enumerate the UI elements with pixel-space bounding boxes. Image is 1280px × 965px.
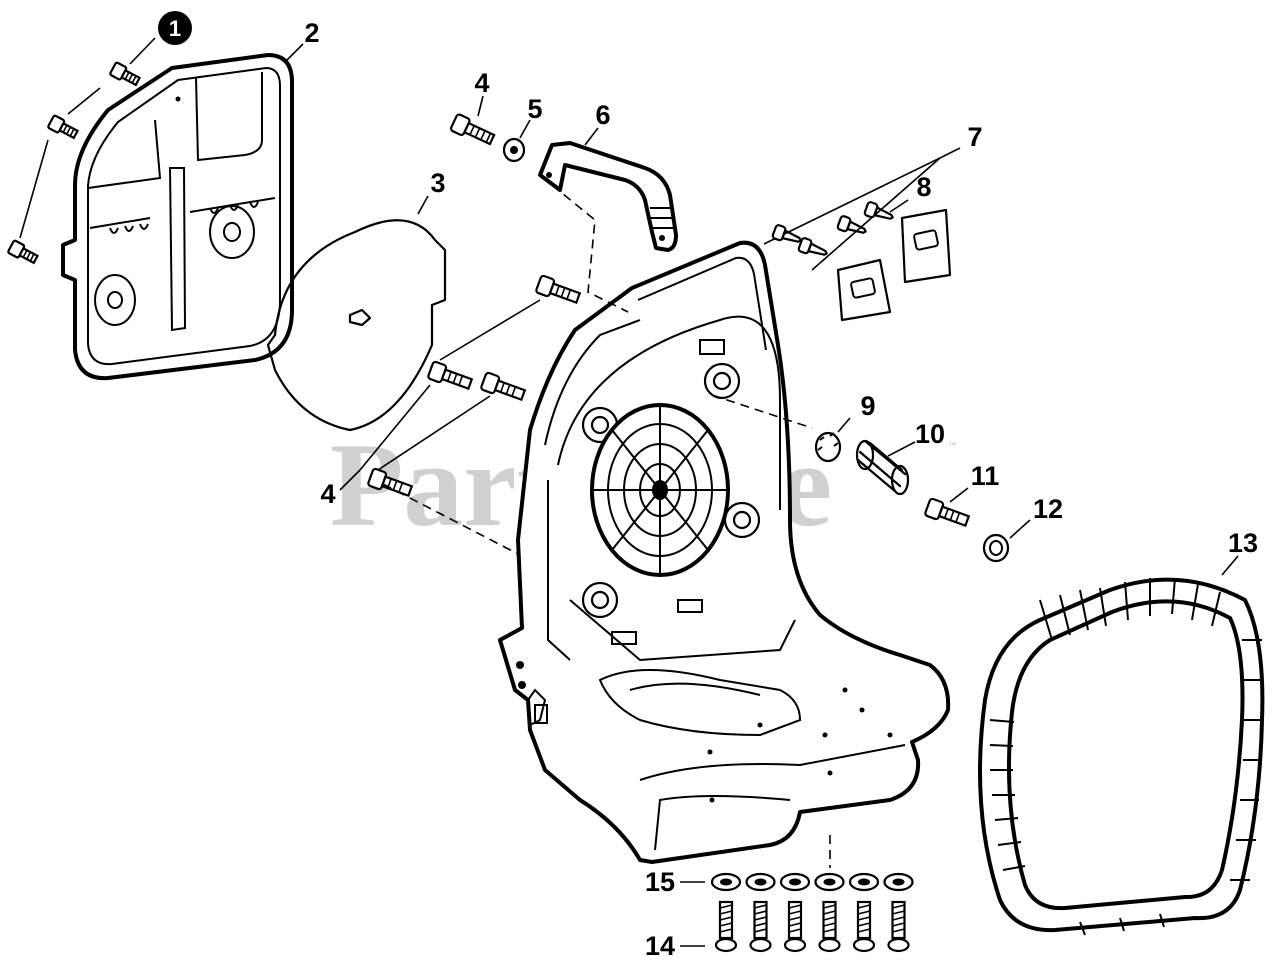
- bolt: [783, 900, 807, 953]
- callout-7: 7: [967, 122, 982, 152]
- callout-10: 10: [915, 419, 945, 449]
- callout-9: 9: [860, 391, 875, 421]
- callout-15: 15: [645, 867, 675, 897]
- callout-1: 1: [169, 16, 181, 41]
- cover-screws: [7, 37, 156, 265]
- callout-6: 6: [595, 100, 610, 130]
- callout-4-top: 4: [474, 68, 489, 98]
- callout-12: 12: [1033, 494, 1063, 524]
- washer-hole: [754, 878, 767, 886]
- part-screw-11: [924, 487, 971, 528]
- washer-hole: [789, 878, 801, 886]
- washer-hole: [892, 878, 905, 886]
- bolt: [887, 900, 910, 953]
- callout-11: 11: [971, 461, 1000, 491]
- fan-guard-grille: [590, 403, 730, 577]
- part-washer-top: [502, 137, 526, 163]
- washer-hole: [823, 878, 836, 886]
- part-ring-frame: [978, 555, 1265, 936]
- part-main-frame: [498, 240, 951, 864]
- part-screw-top: [450, 113, 496, 146]
- part-gear-nut: [814, 417, 851, 463]
- callout-leaders: [284, 43, 599, 215]
- bolt: [852, 900, 876, 953]
- callout-8: 8: [916, 172, 931, 202]
- callout-5: 5: [527, 94, 542, 124]
- callout-4-lower: 4: [320, 479, 335, 509]
- watermark-trademark: ™: [948, 440, 957, 450]
- part-screws-frame: [339, 274, 582, 498]
- dashed-leaders: [382, 184, 831, 868]
- washer-hole: [720, 878, 732, 886]
- callout-13: 13: [1228, 528, 1258, 558]
- part-gasket-plate: [266, 219, 447, 432]
- callout-badge: [158, 11, 192, 45]
- washer-hole: [858, 878, 870, 886]
- bolt: [749, 900, 772, 953]
- callout-2: 2: [304, 18, 319, 48]
- callout-14: 14: [645, 931, 675, 961]
- part-back-cover: [61, 53, 294, 381]
- bolt: [714, 900, 738, 953]
- callouts: 1 2 3 4 4 5 6 7 8 9 10 11 12 13 14 15: [158, 11, 1258, 961]
- callout-3: 3: [430, 168, 445, 198]
- part-plug-12: [982, 519, 1031, 563]
- part-spring: [855, 439, 916, 496]
- bolt: [818, 900, 841, 953]
- part-bracket: [538, 141, 678, 252]
- part-pads-pins: [763, 147, 961, 322]
- part-bottom-hardware: [710, 872, 914, 953]
